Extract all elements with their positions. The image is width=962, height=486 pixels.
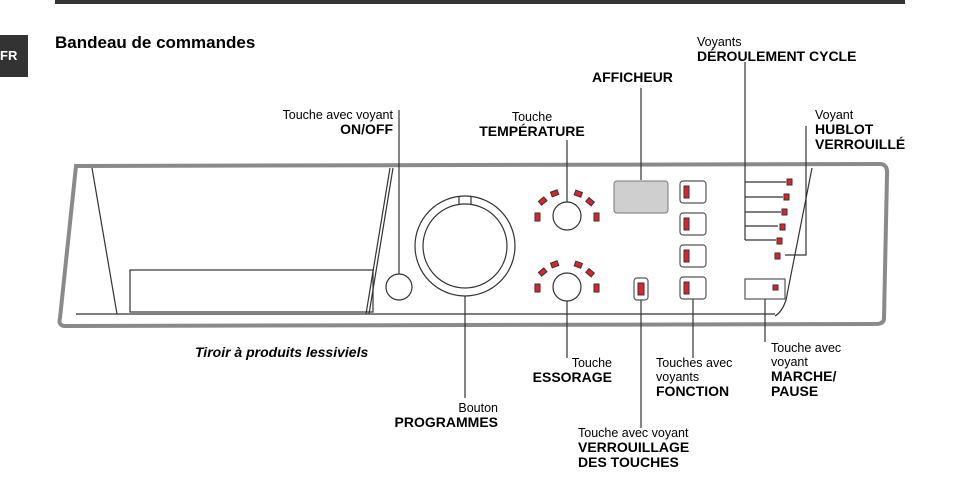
label-line: VERROUILLAGE [578,439,690,455]
drawer-left-edge [91,167,118,315]
language-tab: FR [0,35,28,77]
label-line: Voyant [815,108,854,122]
label-line: voyant [771,355,808,369]
display-screen [613,180,669,214]
label-line: PROGRAMMES [394,414,498,430]
drawer-handle [129,269,374,313]
label-line: Touche [571,356,612,370]
language-tab-label: FR [0,48,18,63]
label-line: Touche avec voyant [578,426,689,440]
label-line: AFFICHEUR [592,69,673,85]
label-line: DES TOUCHES [578,454,679,470]
programmes-knob-inner [422,203,508,289]
label-line: DÉROULEMENT CYCLE [697,48,857,64]
label-line: TEMPÉRATURE [479,123,585,139]
label-line: PAUSE [771,383,819,399]
label-line: Touche [511,110,553,124]
led-indicators [534,178,793,296]
label-line: ESSORAGE [532,369,612,385]
panel-outline [57,161,890,329]
label-line: Touches avec [656,356,733,370]
label-line: Touche avec voyant [282,108,394,122]
drawer-label: Tiroir à produits lessiviels [195,344,369,360]
label-line: FONCTION [656,383,730,399]
label-line: Touche avec [771,341,842,355]
label-line: ON/OFF [340,121,393,137]
spin-leds [534,260,600,293]
label-line: VERROUILLÉ [815,136,906,152]
label-line: Voyants [697,35,742,49]
panel-right-edge [774,167,813,317]
label-line: voyants [656,370,700,384]
start-pause-button [744,278,786,300]
page-title: Bandeau de commandes [55,33,256,52]
top-rule [55,0,905,4]
label-line: MARCHE/ [771,368,837,384]
label-line: Bouton [458,401,498,415]
label-line: HUBLOT [815,121,874,137]
display-label: AFFICHEUR [592,70,673,85]
temperature-leds [534,189,600,222]
